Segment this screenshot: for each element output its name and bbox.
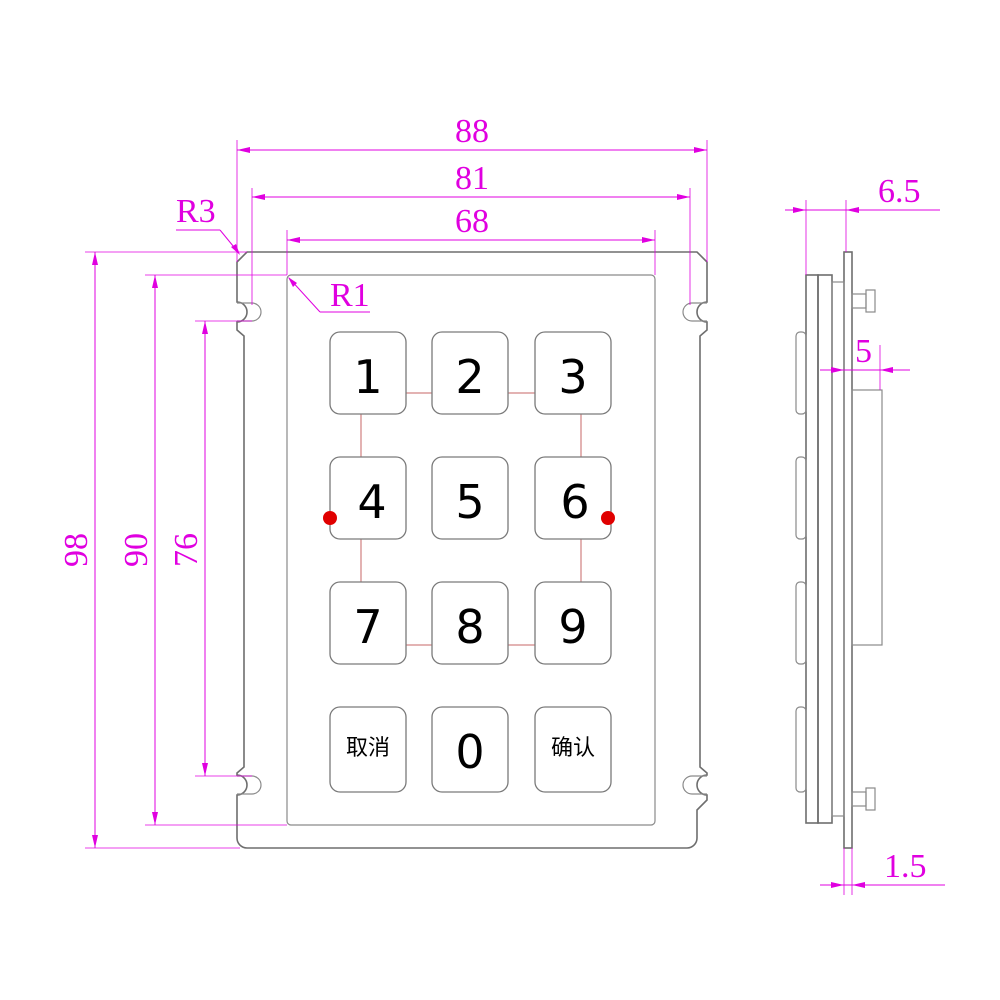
svg-text:R3: R3	[176, 193, 216, 230]
mount-slot-bottom-right	[682, 775, 707, 795]
side-key-row-2	[795, 456, 807, 540]
dimension-height-76: 76	[168, 321, 208, 776]
side-key-row-1	[795, 331, 807, 415]
key-5[interactable]: 5	[431, 456, 509, 540]
side-dimensions: 6.5 5 1.5	[785, 173, 945, 895]
dimension-height-98: 98	[58, 252, 98, 848]
mount-slot-bottom-left	[237, 775, 262, 795]
side-inner-plate	[831, 281, 845, 817]
key-confirm[interactable]: 确认	[534, 706, 612, 793]
key-9[interactable]: 9	[534, 581, 612, 665]
dimension-width-81: 81	[252, 160, 690, 200]
svg-text:确认: 确认	[551, 736, 595, 761]
dimension-plate-1-5: 1.5	[820, 848, 945, 895]
svg-text:8: 8	[455, 600, 484, 654]
svg-text:7: 7	[353, 600, 382, 654]
svg-text:6: 6	[560, 475, 589, 529]
side-front-plate	[843, 251, 853, 849]
svg-text:6.5: 6.5	[878, 173, 921, 210]
svg-text:R1: R1	[330, 277, 370, 314]
svg-text:81: 81	[455, 160, 489, 197]
key-8[interactable]: 8	[431, 581, 509, 665]
dimension-width-88: 88	[237, 113, 707, 153]
side-connector-block	[851, 389, 883, 646]
mount-slot-top-left	[237, 302, 262, 322]
svg-text:2: 2	[455, 350, 484, 404]
svg-text:5: 5	[455, 475, 484, 529]
key-7[interactable]: 7	[329, 581, 407, 665]
svg-text:90: 90	[118, 533, 155, 567]
side-back-plate	[805, 274, 819, 824]
svg-text:1.5: 1.5	[884, 848, 927, 885]
svg-text:9: 9	[558, 600, 587, 654]
side-key-row-4	[795, 706, 807, 793]
dimension-thickness-6-5: 6.5	[785, 173, 940, 275]
svg-text:88: 88	[455, 113, 489, 150]
mount-slot-top-right	[682, 302, 707, 322]
dimension-width-68: 68	[287, 203, 655, 243]
dimension-radius-r1: R1	[288, 277, 370, 314]
side-screw-bottom	[851, 787, 876, 811]
svg-text:0: 0	[455, 725, 484, 779]
svg-text:取消: 取消	[346, 736, 390, 761]
key-0[interactable]: 0	[431, 706, 509, 793]
led-left	[323, 511, 337, 525]
key-3[interactable]: 3	[534, 331, 612, 415]
key-1[interactable]: 1	[329, 331, 407, 415]
dimension-depth-5: 5	[820, 333, 910, 390]
key-4[interactable]: 4	[329, 456, 407, 540]
svg-text:68: 68	[455, 203, 489, 240]
svg-text:76: 76	[168, 533, 205, 567]
key-2[interactable]: 2	[431, 331, 509, 415]
panel-outline	[236, 251, 708, 849]
dimension-height-90: 90	[118, 275, 158, 825]
key-cancel[interactable]: 取消	[329, 706, 407, 793]
key-grid: 1 2 3 4 5 6	[329, 331, 612, 793]
inner-key-area	[286, 274, 656, 826]
svg-text:98: 98	[58, 533, 95, 567]
dimension-radius-r3: R3	[176, 193, 240, 255]
front-view: 1 2 3 4 5 6	[236, 251, 708, 849]
side-mid-layer	[817, 274, 833, 824]
svg-text:3: 3	[558, 350, 587, 404]
side-key-row-3	[795, 581, 807, 665]
side-screw-top	[851, 289, 876, 313]
front-dimensions: 88 81 68 R3 R1	[58, 113, 708, 849]
svg-text:1: 1	[353, 350, 382, 404]
svg-text:4: 4	[357, 475, 386, 529]
key-6[interactable]: 6	[534, 456, 612, 540]
side-view	[795, 251, 883, 849]
led-right	[601, 511, 615, 525]
svg-text:5: 5	[855, 333, 872, 370]
